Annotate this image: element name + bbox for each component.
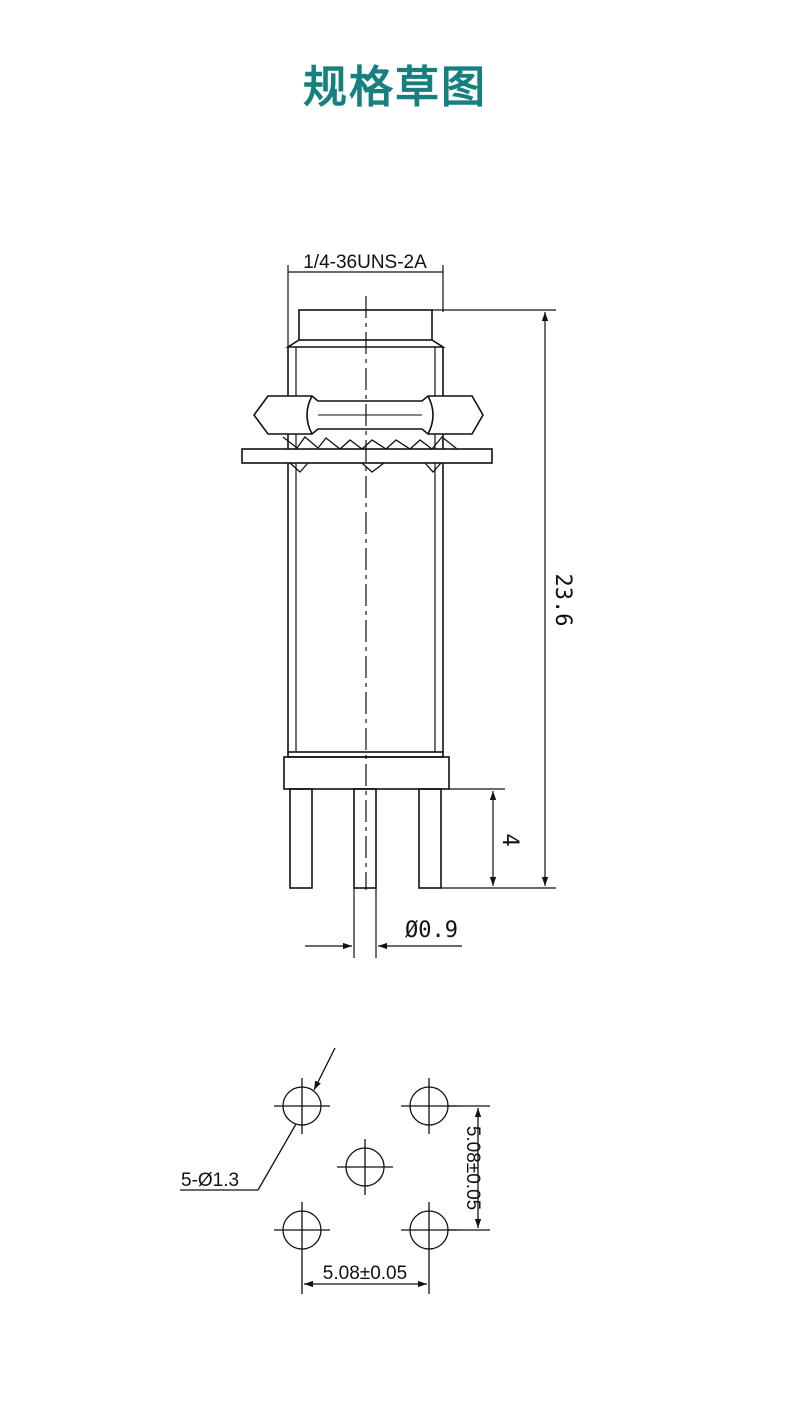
hole-center (337, 1139, 393, 1195)
footprint-view (180, 1047, 490, 1294)
hole-leader-arrow (313, 1047, 336, 1091)
pin-diameter-dimension (305, 888, 462, 958)
horizontal-pitch-label: 5.08±0.05 (323, 1263, 407, 1284)
thread-dimension (287, 265, 444, 347)
pin-left (289, 788, 313, 889)
flat-washer (241, 448, 493, 464)
side-view (241, 296, 493, 890)
lock-washer (282, 436, 458, 450)
thread-spec-label: 1/4-36UNS-2A (303, 252, 427, 273)
pin-diameter-label: Ø0.9 (405, 918, 458, 943)
pin-center (353, 788, 377, 889)
total-length-label: 23.6 (550, 574, 575, 627)
hole-spec-label: 5-Ø1.3 (181, 1170, 239, 1191)
hole-leader-line (257, 1123, 297, 1191)
hex-nut-face-left (306, 395, 313, 435)
pin-right (418, 788, 442, 889)
pin-length-label: 4 (497, 833, 522, 846)
length-dimension (432, 309, 556, 889)
page-title: 规格草图 (303, 62, 487, 113)
pin-length-dimension (449, 788, 505, 886)
hole-bottom-left (274, 1202, 330, 1258)
hole-top-left (274, 1078, 330, 1134)
washer-teeth-lower (289, 462, 442, 473)
vertical-pitch-label: 5.08±0.05 (462, 1126, 483, 1210)
hex-nut-face-right (427, 395, 434, 435)
